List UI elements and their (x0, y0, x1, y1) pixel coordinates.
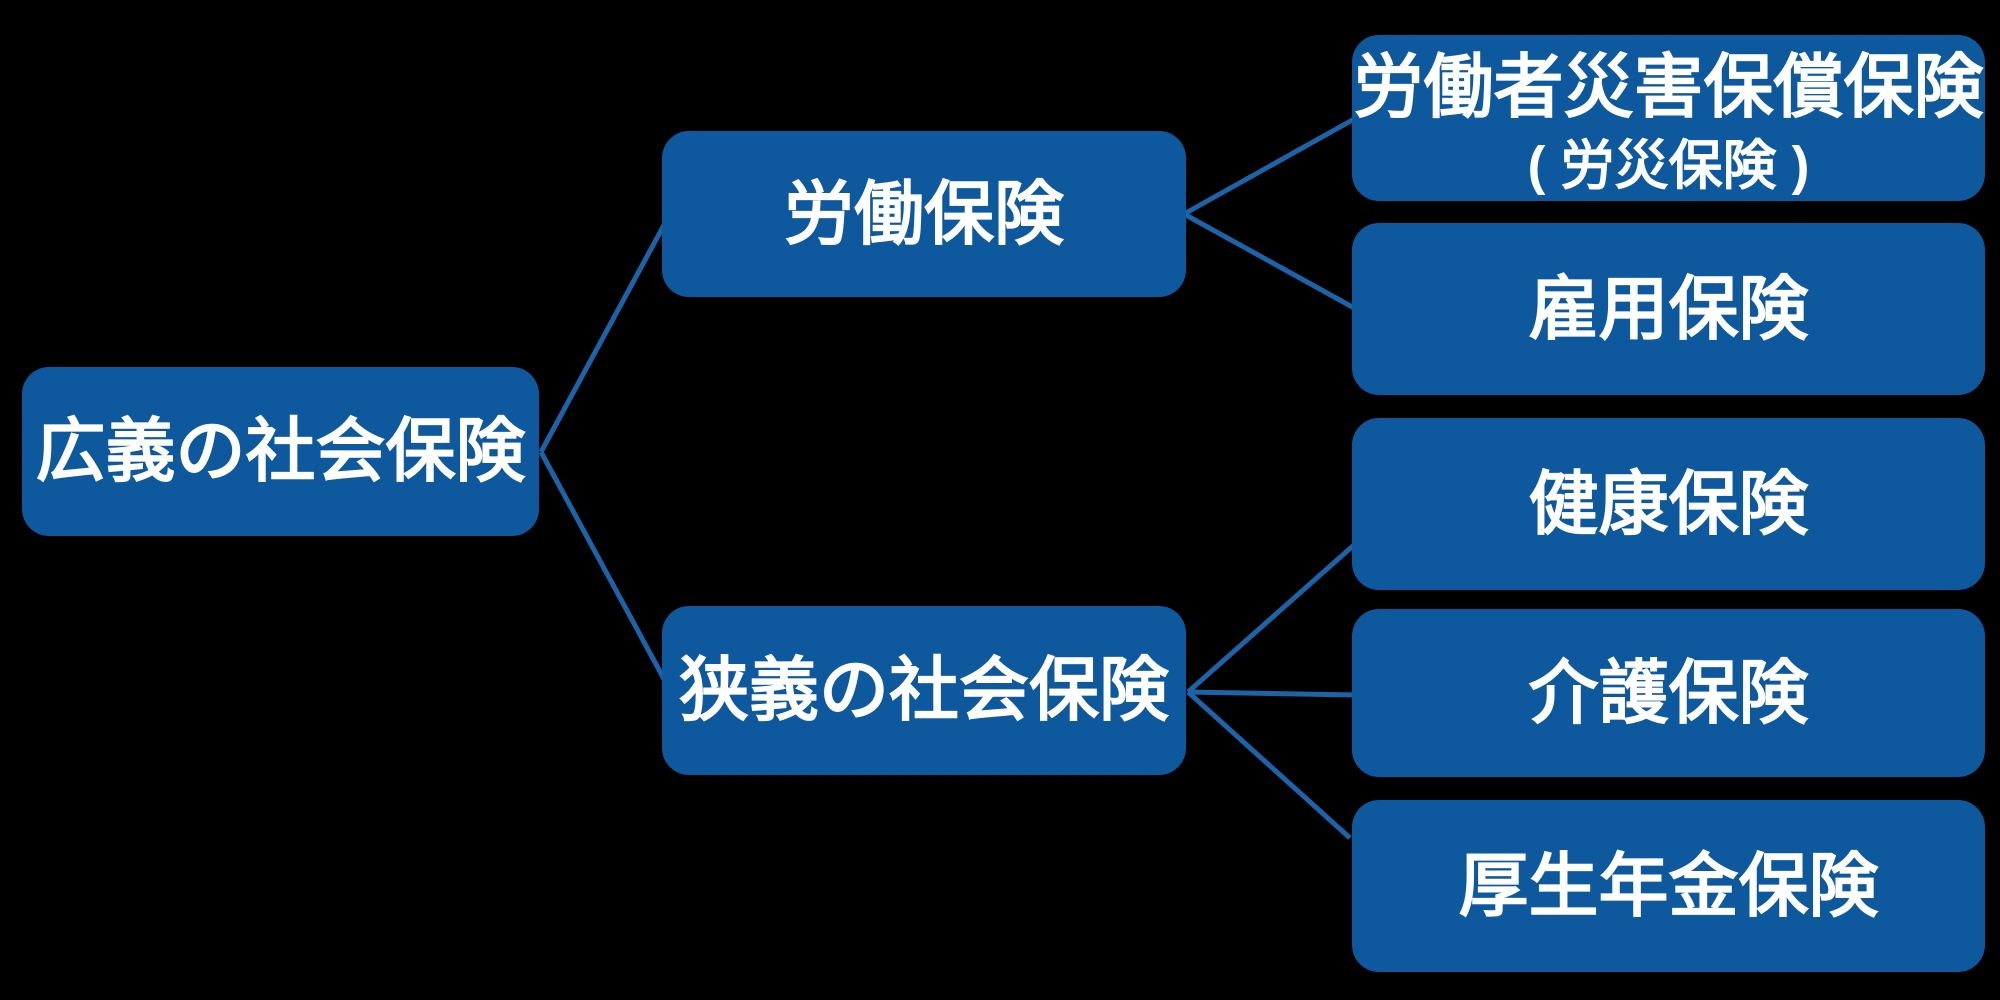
node-label: 介護保険 (1528, 653, 1809, 732)
node-narrow-social-insurance: 狭義の社会保険 (662, 606, 1186, 775)
node-workers-accident-compensation-insurance: 労働者災害保償保険 ( 労災保険 ) (1352, 35, 1985, 201)
connector-narrow-kosei (1186, 690, 1352, 840)
connector-narrow-kaigo (1187, 689, 1357, 698)
connector-labor-koyo (1182, 211, 1358, 312)
node-label: 雇用保険 (1528, 269, 1809, 348)
connector-root-narrow (538, 450, 673, 692)
connector-labor-rosai (1182, 115, 1358, 217)
node-employment-insurance: 雇用保険 (1352, 223, 1985, 395)
node-label: 厚生年金保険 (1458, 846, 1879, 925)
node-label: 狭義の社会保険 (679, 651, 1169, 729)
node-nursing-care-insurance: 介護保険 (1352, 609, 1985, 777)
node-health-insurance: 健康保険 (1352, 418, 1985, 590)
connector-root-labor (538, 212, 673, 454)
node-label: 労働者災害保償保険 (1353, 47, 1984, 126)
node-employees-pension-insurance: 厚生年金保険 (1352, 800, 1985, 972)
node-label: 広義の社会保険 (35, 412, 526, 490)
node-label: 労働保険 (784, 174, 1064, 253)
node-label: 健康保険 (1528, 464, 1809, 543)
node-sublabel: ( 労災保険 ) (1527, 135, 1810, 196)
node-broad-social-insurance: 広義の社会保険 (22, 367, 539, 536)
connector-narrow-kenko (1186, 543, 1356, 694)
node-labor-insurance: 労働保険 (662, 131, 1186, 297)
